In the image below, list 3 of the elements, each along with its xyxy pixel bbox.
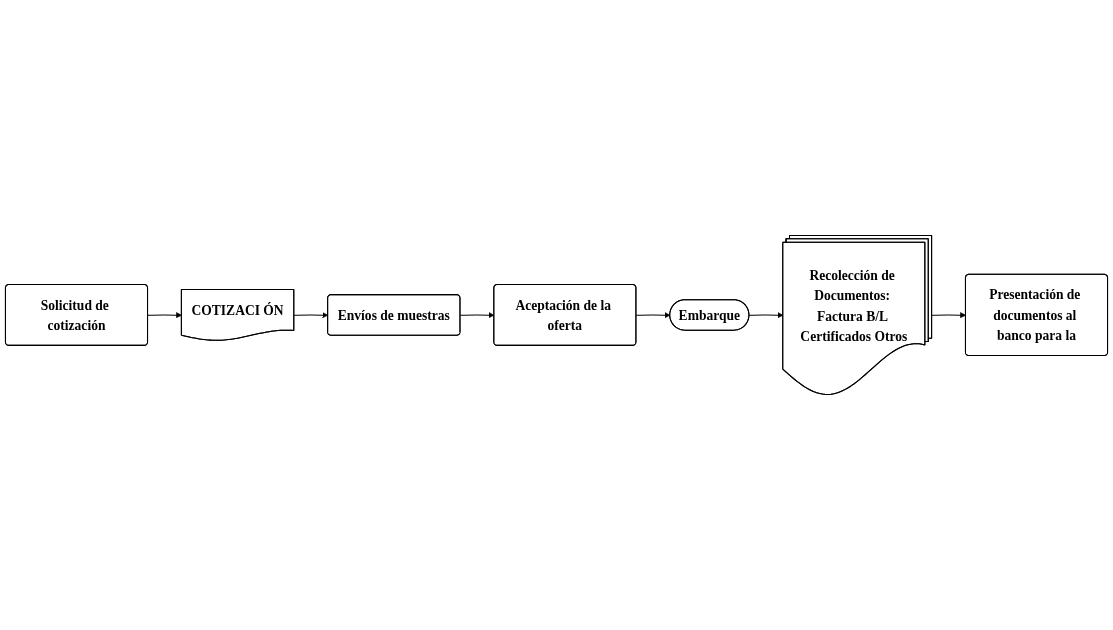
arrow [748, 312, 784, 319]
arrow [147, 312, 182, 319]
arrow [635, 312, 671, 319]
